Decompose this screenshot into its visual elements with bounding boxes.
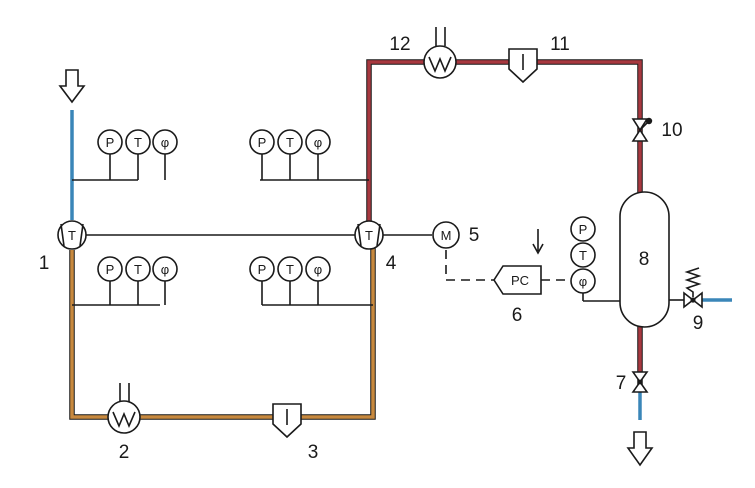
instrument-stems	[72, 154, 373, 306]
label-10: 10	[661, 120, 682, 141]
heat-exchanger-2[interactable]	[107, 383, 141, 434]
sensor-symbol: P	[106, 135, 115, 150]
sensor-symbol: φ	[161, 135, 169, 150]
controller-6[interactable]: PC	[493, 265, 542, 295]
sensor-symbol: T	[579, 248, 587, 263]
sensor-symbol: P	[258, 262, 267, 277]
label-12: 12	[389, 34, 410, 55]
sensor-group-lower-right[interactable]: P T φ	[249, 256, 331, 282]
relief-valve-9[interactable]	[683, 267, 703, 309]
valve-10[interactable]	[631, 117, 653, 142]
sensor-group-upper-right[interactable]: P T φ	[249, 129, 331, 155]
thermostat-1[interactable]: T	[57, 220, 87, 250]
sensor-group-lower-left[interactable]: P T φ	[97, 256, 178, 282]
sensor-symbol: T	[286, 135, 294, 150]
thermostat-4[interactable]: T	[354, 220, 384, 250]
sensor-symbol: φ	[314, 135, 322, 150]
sensor-symbol: T	[286, 262, 294, 277]
label-4: 4	[386, 253, 397, 274]
sensor-group-upper-left[interactable]: P T φ	[97, 129, 178, 155]
label-6: 6	[512, 305, 523, 326]
sensor-symbol: T	[134, 262, 142, 277]
motor-symbol: M	[441, 228, 452, 243]
sensor-symbol: P	[579, 222, 588, 237]
filter-3[interactable]	[272, 403, 302, 439]
label-5: 5	[469, 225, 480, 246]
outlet-arrow-icon	[626, 431, 654, 467]
thermostat-1-symbol: T	[68, 228, 76, 243]
inlet-arrow-icon	[58, 69, 86, 104]
label-9: 9	[693, 313, 704, 334]
signal-arrow-icon	[532, 229, 544, 255]
sensor-symbol: P	[106, 262, 115, 277]
controller-symbol: PC	[511, 273, 529, 288]
tank-8[interactable]	[619, 191, 670, 328]
spring-icon	[684, 267, 702, 297]
sensor-symbol: φ	[314, 262, 322, 277]
label-7: 7	[616, 373, 627, 394]
label-2: 2	[119, 442, 130, 463]
sensor-symbol: P	[258, 135, 267, 150]
sensor-group-tank[interactable]: P T φ	[570, 216, 596, 294]
heat-exchanger-12[interactable]	[423, 27, 457, 79]
filter-11[interactable]	[508, 48, 538, 84]
thermostat-4-symbol: T	[365, 228, 373, 243]
label-8: 8	[639, 249, 650, 270]
sensor-symbol: φ	[579, 274, 587, 289]
label-1: 1	[39, 253, 50, 274]
control-signal-line	[445, 250, 494, 281]
sensor-symbol: φ	[161, 262, 169, 277]
motor-5[interactable]: M	[432, 221, 460, 249]
label-3: 3	[308, 442, 319, 463]
hot-pipe-upper	[366, 59, 643, 224]
valve-7[interactable]	[631, 371, 649, 393]
label-11: 11	[550, 34, 570, 55]
sensor-symbol: T	[134, 135, 142, 150]
